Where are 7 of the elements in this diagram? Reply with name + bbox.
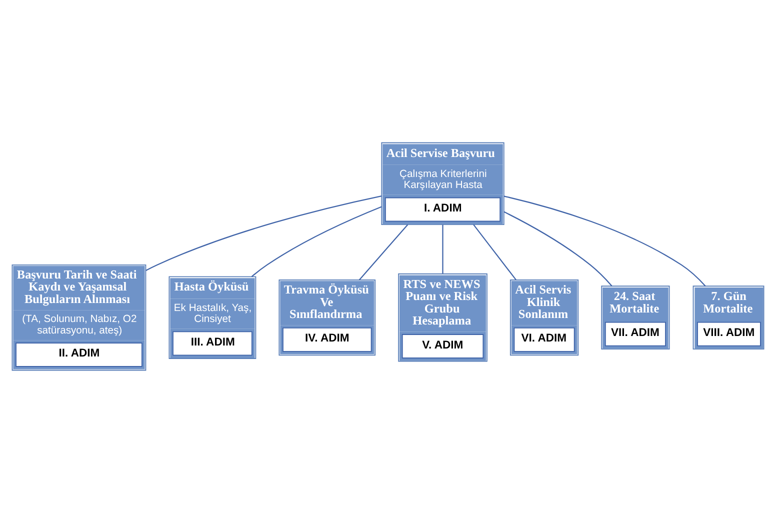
connector — [473, 224, 517, 280]
connector — [146, 196, 382, 271]
connector — [251, 206, 382, 278]
connector — [358, 224, 408, 280]
connector — [504, 211, 612, 286]
connector — [504, 196, 706, 286]
connector — [442, 224, 444, 274]
